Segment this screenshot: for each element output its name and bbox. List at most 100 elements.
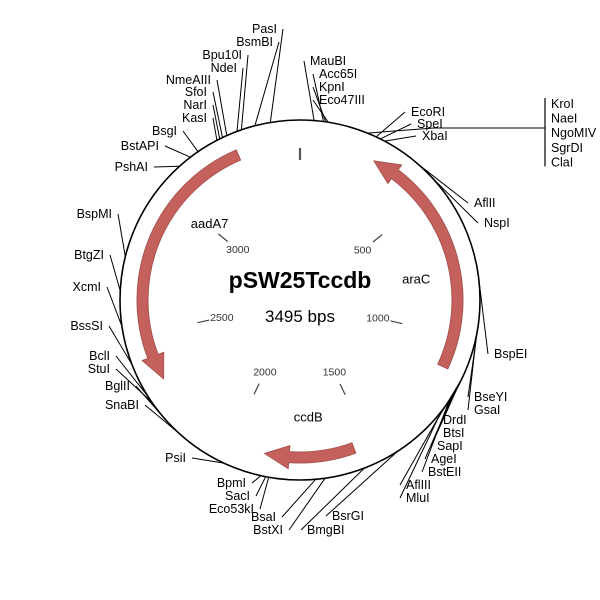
site-label-bsteii: BstEII — [428, 465, 461, 479]
scale-tick — [218, 233, 229, 242]
site-label-stui: StuI — [88, 362, 110, 376]
site-label-btsi: BtsI — [443, 426, 465, 440]
site-label-bsmbi: BsmBI — [236, 35, 273, 49]
backbone-circle — [119, 119, 481, 481]
site-leader-line — [109, 254, 121, 291]
site-label-bsrgi: BsrGI — [332, 509, 364, 523]
site-leader-line — [431, 176, 479, 224]
gene-arrow-ccdb — [263, 442, 357, 470]
site-label-maubi: MauBI — [310, 54, 346, 68]
site-leader-line — [478, 278, 489, 355]
restriction-site-labels: PshAIBstAPIBsgIKasINarISfoINmeAIIINdeIBp… — [70, 22, 527, 537]
site-label-gsai: GsaI — [474, 403, 500, 417]
site-label-bglii: BglII — [105, 379, 130, 393]
scale-label: 3000 — [226, 244, 250, 256]
bracket-site-label-clai: ClaI — [551, 155, 573, 169]
site-label-bpmi: BpmI — [217, 476, 246, 490]
site-leader-line — [312, 99, 329, 123]
site-label-bsssi: BssSI — [70, 319, 103, 333]
gene-arrow-arac — [372, 160, 464, 370]
site-leader-line — [384, 135, 417, 142]
gene-arrows: aadA7 araC ccdB — [136, 149, 464, 470]
site-label-sfoi: SfoI — [185, 85, 207, 99]
site-leader-line — [115, 355, 149, 398]
site-label-pasi: PasI — [252, 22, 277, 36]
site-label-kasi: KasI — [182, 111, 207, 125]
site-leader-line — [281, 478, 317, 518]
scale-tick — [253, 383, 260, 395]
scale-label: 2500 — [210, 312, 234, 324]
site-label-eco47iii: Eco47III — [319, 93, 365, 107]
scale-label: 500 — [354, 245, 372, 257]
site-label-sapi: SapI — [437, 439, 463, 453]
site-label-bmgbi: BmgBI — [307, 523, 345, 537]
site-label-bpu10i: Bpu10I — [202, 48, 242, 62]
bracket-site-label-ngomiv: NgoMIV — [551, 126, 597, 140]
bracket-site-label-naei: NaeI — [551, 112, 577, 126]
site-leader-line — [259, 477, 270, 510]
site-leader-line — [106, 286, 123, 327]
site-label-btgzi: BtgZI — [74, 248, 104, 262]
site-leader-line — [467, 335, 477, 411]
scale-label: 1500 — [323, 367, 347, 379]
site-leader-line — [212, 104, 221, 139]
site-label-nspi: NspI — [484, 216, 510, 230]
site-label-bsai: BsaI — [251, 510, 276, 524]
gene-label-ccdb: ccdB — [294, 410, 323, 425]
site-label-bseyi: BseYI — [474, 390, 507, 404]
site-label-bsgi: BsgI — [152, 124, 177, 138]
site-leader-line — [240, 54, 249, 130]
center-annotations: pSW25Tccdb 3495 bps — [229, 267, 372, 326]
site-label-afliii: AflIII — [406, 478, 431, 492]
plasmid-size: 3495 bps — [265, 307, 335, 326]
site-leader-line — [115, 368, 153, 403]
site-leader-line — [212, 117, 218, 141]
site-leader-line — [269, 28, 284, 123]
site-label-bstapi: BstAPI — [121, 139, 159, 153]
site-leader-line — [144, 404, 180, 435]
site-leader-line — [300, 467, 365, 531]
site-leader-line — [421, 400, 450, 473]
bracket-site-label-sgrdi: SgrDI — [551, 141, 583, 155]
site-leader-line — [216, 79, 228, 136]
site-label-bspmi: BspMI — [77, 207, 112, 221]
site-label-mlui: MluI — [406, 491, 430, 505]
site-label-acc65i: Acc65I — [319, 67, 357, 81]
site-leader-line — [182, 130, 199, 152]
site-leader-line — [164, 145, 191, 158]
scale-label: 1000 — [366, 313, 390, 325]
site-leader-line — [380, 123, 412, 140]
site-label-nmeaiii: NmeAIII — [166, 73, 211, 87]
site-leader-line — [212, 91, 223, 138]
site-label-saci: SacI — [225, 489, 250, 503]
site-label-snabi: SnaBI — [105, 398, 139, 412]
site-leader-line — [191, 457, 224, 464]
site-label-ecori: EcoRI — [411, 105, 445, 119]
gene-label-aada7: aadA7 — [191, 216, 229, 231]
site-leader-line — [288, 477, 326, 531]
site-leader-line — [417, 163, 469, 204]
site-label-kpni: KpnI — [319, 80, 345, 94]
gene-label-arac: araC — [402, 272, 430, 287]
site-leader-line — [153, 165, 180, 168]
scale-tick — [372, 234, 383, 243]
site-label-psii: PsiI — [165, 451, 186, 465]
site-label-pshai: PshAI — [115, 160, 148, 174]
site-leader-line — [251, 475, 262, 484]
site-leader-line — [254, 41, 280, 126]
site-label-nari: NarI — [183, 98, 207, 112]
site-leader-line — [375, 111, 406, 138]
site-label-bcli: BclI — [89, 349, 110, 363]
site-leader-line — [325, 450, 399, 517]
bracket-leader-line — [367, 127, 545, 134]
scale-tick — [339, 383, 346, 396]
site-leader-line — [255, 476, 267, 497]
restriction-site-ticks — [106, 28, 489, 531]
site-label-drdi: DrdI — [443, 413, 467, 427]
site-leader-line — [108, 325, 133, 365]
site-leader-line — [399, 411, 442, 499]
bracket-site-label-kroi: KroI — [551, 97, 574, 111]
